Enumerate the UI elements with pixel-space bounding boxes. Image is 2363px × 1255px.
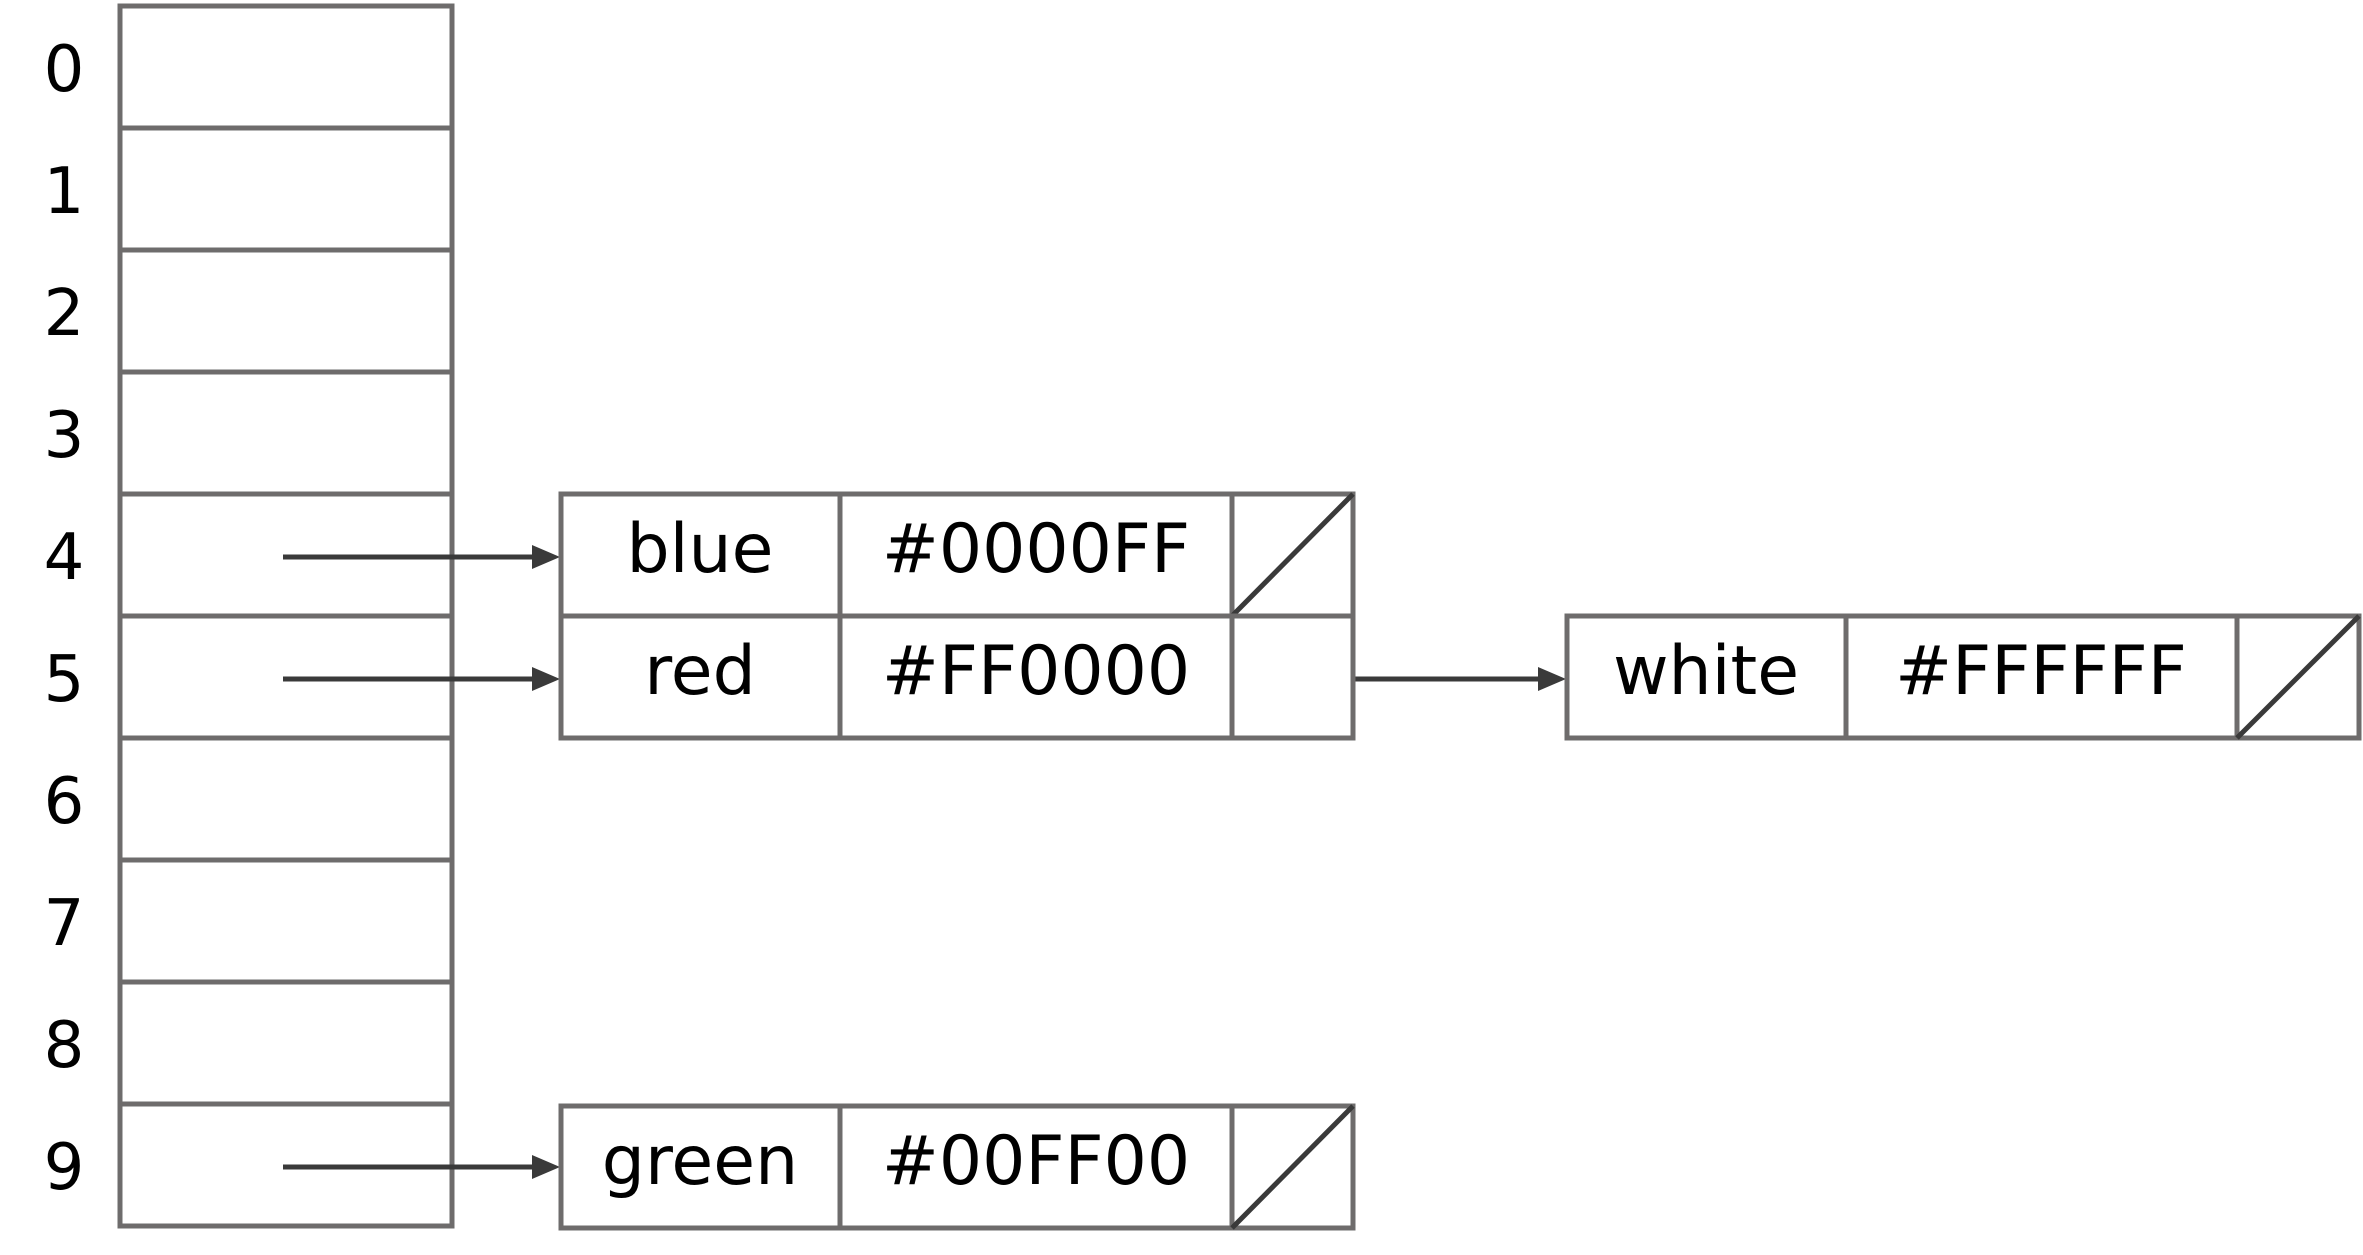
node-box [558,1103,1356,1231]
bucket-index-2: 2 [44,277,85,351]
node-key: white [1613,632,1799,711]
node-key: blue [627,510,774,589]
arrow-bucket-9-to-green [283,1155,560,1179]
null-pointer-icon [1230,1104,1355,1230]
bucket-array: 0 1 2 3 4 5 6 7 8 9 [44,3,455,1229]
null-pointer-icon [2235,614,2361,740]
bucket-cell-2 [117,247,455,375]
node-key: red [644,632,755,711]
node-key: green [602,1122,798,1201]
bucket-cell-1 [117,125,455,253]
bucket-index-7: 7 [44,887,85,961]
node-green: green #00FF00 [558,1103,1356,1231]
arrow-bucket-4-to-blue [283,545,560,569]
bucket-index-4: 4 [44,521,85,595]
node-value: #00FF00 [882,1122,1190,1201]
node-box [1564,613,2362,741]
bucket-index-9: 9 [44,1131,85,1205]
node-white: white #FFFFFF [1564,613,2362,741]
bucket-index-8: 8 [44,1009,85,1083]
node-box [558,491,1356,619]
bucket-cell-3 [117,369,455,497]
node-box [558,613,1356,741]
node-value: #FF0000 [882,632,1190,711]
node-red: red #FF0000 [558,613,1356,741]
bucket-cell-6 [117,735,455,863]
null-pointer-icon [1230,492,1355,618]
node-blue: blue #0000FF [558,491,1356,619]
bucket-index-1: 1 [44,155,85,229]
bucket-index-3: 3 [44,399,85,473]
pointer-arrows [283,545,1566,1179]
bucket-index-5: 5 [44,643,85,717]
node-value: #0000FF [882,510,1190,589]
bucket-index-0: 0 [44,33,85,107]
node-value: #FFFFFF [1895,632,2187,711]
bucket-cell-0 [117,3,455,131]
bucket-cell-8 [117,979,455,1107]
bucket-cell-7 [117,857,455,985]
arrow-bucket-5-to-red [283,667,560,691]
bucket-index-6: 6 [44,765,85,839]
